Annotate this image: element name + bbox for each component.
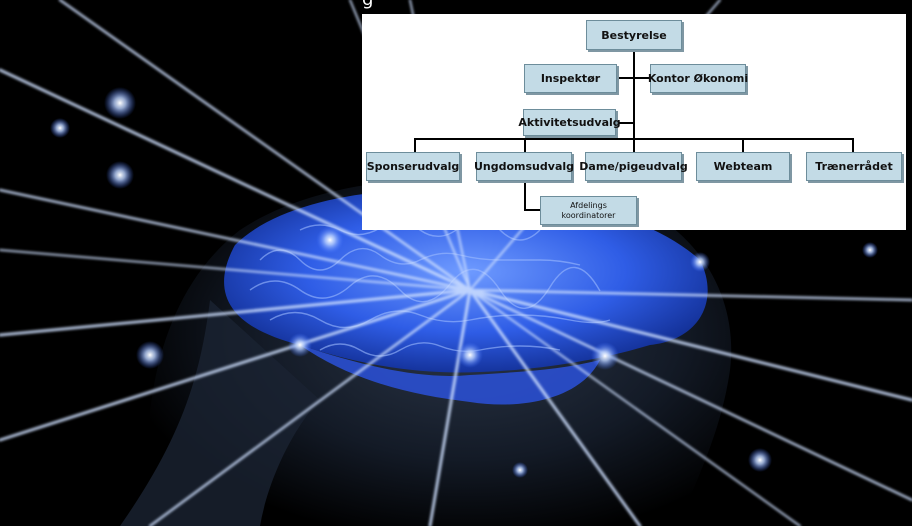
connector-line [414,138,416,154]
connector-line [852,138,854,154]
connector-line [616,122,634,124]
org-node-dame-pigeudvalg: Dame/pigeudvalg [579,152,688,181]
org-node-traenerraadet: Trænerrådet [806,152,902,181]
org-node-afdelings-koordinatorer: Afdelings koordinatorer [540,196,637,225]
connector-line [617,77,650,79]
org-node-webteam: Webteam [696,152,790,181]
connector-line [742,138,744,154]
org-node-aktivitetsudvalg: Aktivitetsudvalg [518,109,621,136]
cropped-title-glyph: g [362,0,376,9]
connector-line [633,138,635,154]
org-node-ungdomsudvalg: Ungdomsudvalg [474,152,574,181]
org-node-sponserudvalg: Sponserudvalg [366,152,460,181]
connector-line [633,48,635,150]
org-node-bestyrelse: Bestyrelse [586,20,682,50]
connector-line [524,180,526,210]
org-chart: Bestyrelse Inspektør Kontor Økonomi Akti… [362,14,906,230]
connector-line [524,209,540,211]
org-node-inspektor: Inspektør [524,64,617,93]
connector-line [524,138,526,154]
org-node-kontor-okonomi: Kontor Økonomi [648,64,748,93]
